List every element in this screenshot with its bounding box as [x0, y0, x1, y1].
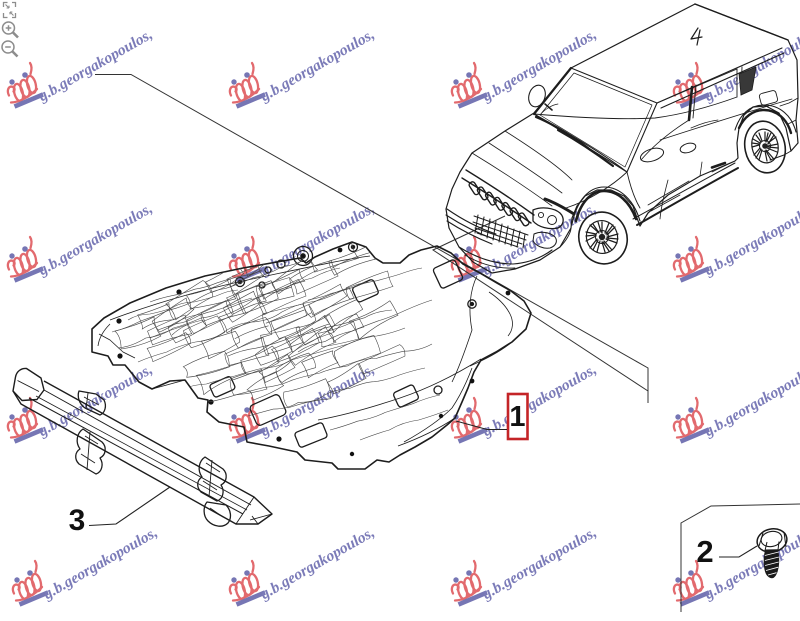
svg-text:1: 1 — [509, 401, 525, 433]
svg-text:3: 3 — [69, 504, 86, 537]
svg-text:2: 2 — [696, 534, 713, 569]
